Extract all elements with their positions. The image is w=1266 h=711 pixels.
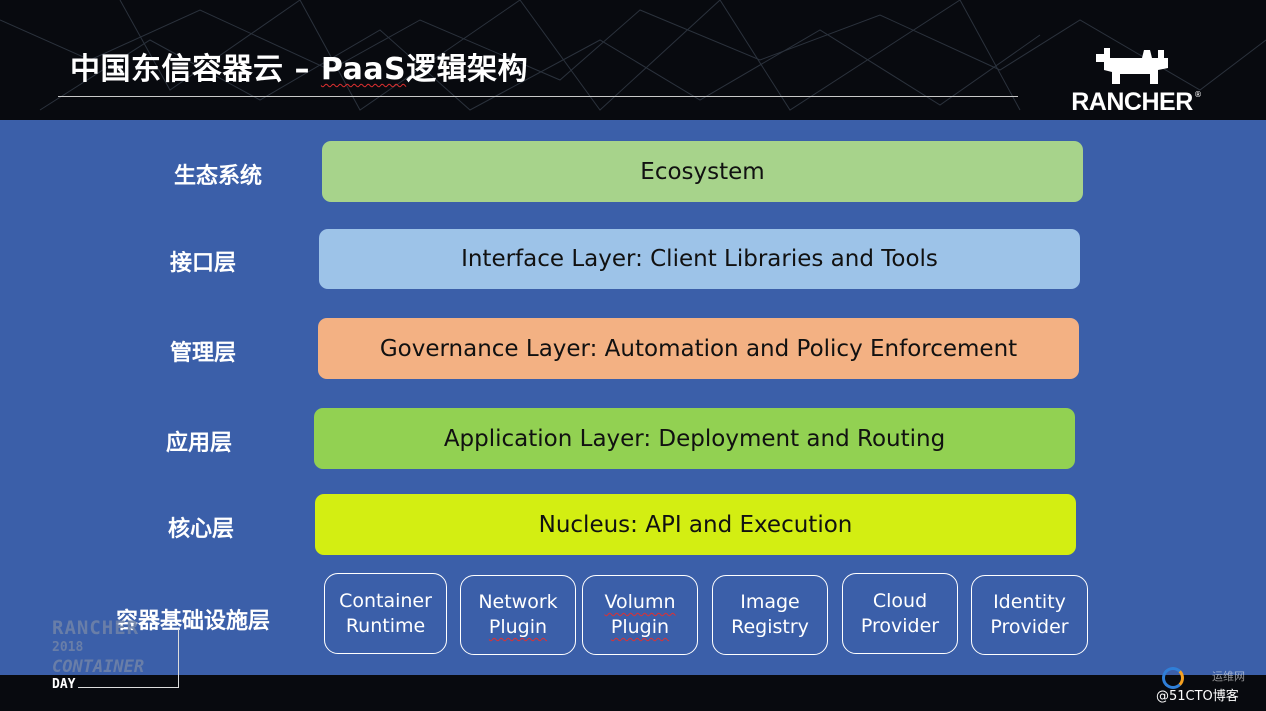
layer-label-infrastructure: 容器基础设施层 xyxy=(116,609,271,634)
infra-box-line2: Plugin xyxy=(488,616,548,638)
watermark-circle-icon xyxy=(1162,667,1184,689)
layer-bar-interface: Interface Layer: Client Libraries and To… xyxy=(319,229,1080,289)
layer-label-interface: 接口层 xyxy=(170,251,237,276)
title-wavy-word: PaaS xyxy=(320,52,407,87)
watermark-site-name: 运维网 xyxy=(1212,670,1245,683)
infra-box-line2: Provider xyxy=(860,614,940,637)
layer-label-ecosystem: 生态系统 xyxy=(174,164,263,189)
infra-box-line2: Runtime xyxy=(345,614,426,637)
container-day-line1: RANCHER xyxy=(52,617,140,639)
infra-box-line1: Image xyxy=(740,591,800,613)
logo-wordmark: RANCHER xyxy=(1071,88,1193,116)
infra-box-line1: Volumn xyxy=(604,591,676,613)
layer-bar-ecosystem: Ecosystem xyxy=(322,141,1083,202)
watermark: 运维网 @51CTO博客 xyxy=(1156,667,1262,707)
slide-title: 中国东信容器云 – PaaS逻辑架构 xyxy=(70,44,528,88)
rancher-logo: RANCHER ® xyxy=(1066,44,1202,116)
layer-label-nucleus: 核心层 xyxy=(168,517,235,542)
infra-box-container-runtime: Container Runtime xyxy=(324,573,447,654)
layer-bar-nucleus: Nucleus: API and Execution xyxy=(315,494,1076,555)
logo-registered-mark: ® xyxy=(1194,90,1202,99)
layer-bar-application: Application Layer: Deployment and Routin… xyxy=(314,408,1075,469)
infra-box-line1: Cloud xyxy=(872,589,928,612)
layer-label-governance: 管理层 xyxy=(170,341,237,366)
layer-bar-governance: Governance Layer: Automation and Policy … xyxy=(318,318,1079,379)
infra-box-identity-provider: Identity Provider xyxy=(971,575,1088,655)
infra-box-line1: Identity xyxy=(993,591,1066,613)
infra-box-line2: Plugin xyxy=(610,616,670,638)
title-suffix: 逻辑架构 xyxy=(406,52,529,87)
infra-box-volumn-plugin: Volumn Plugin xyxy=(582,575,698,655)
infra-box-cloud-provider: Cloud Provider xyxy=(842,573,958,654)
architecture-panel xyxy=(0,120,1266,675)
infra-box-line2: Registry xyxy=(731,616,809,638)
container-day-logo: RANCHER 2018 CONTAINER DAY xyxy=(52,617,182,692)
container-day-line4: DAY xyxy=(52,677,76,692)
container-day-line3: CONTAINER xyxy=(52,657,145,677)
title-prefix: 中国东信容器云 – xyxy=(70,52,321,87)
container-day-frame xyxy=(78,629,179,688)
layer-label-application: 应用层 xyxy=(166,431,233,456)
infra-box-line1: Container xyxy=(339,589,432,612)
title-divider xyxy=(58,96,1018,97)
container-day-line2: 2018 xyxy=(52,640,84,655)
watermark-blog-text: @51CTO博客 xyxy=(1156,689,1239,704)
infra-box-image-registry: Image Registry xyxy=(712,575,828,655)
rancher-bull-icon xyxy=(1096,48,1168,84)
infra-box-network-plugin: Network Plugin xyxy=(460,575,576,655)
infra-box-line2: Provider xyxy=(990,616,1069,638)
infra-box-line1: Network xyxy=(478,591,558,613)
